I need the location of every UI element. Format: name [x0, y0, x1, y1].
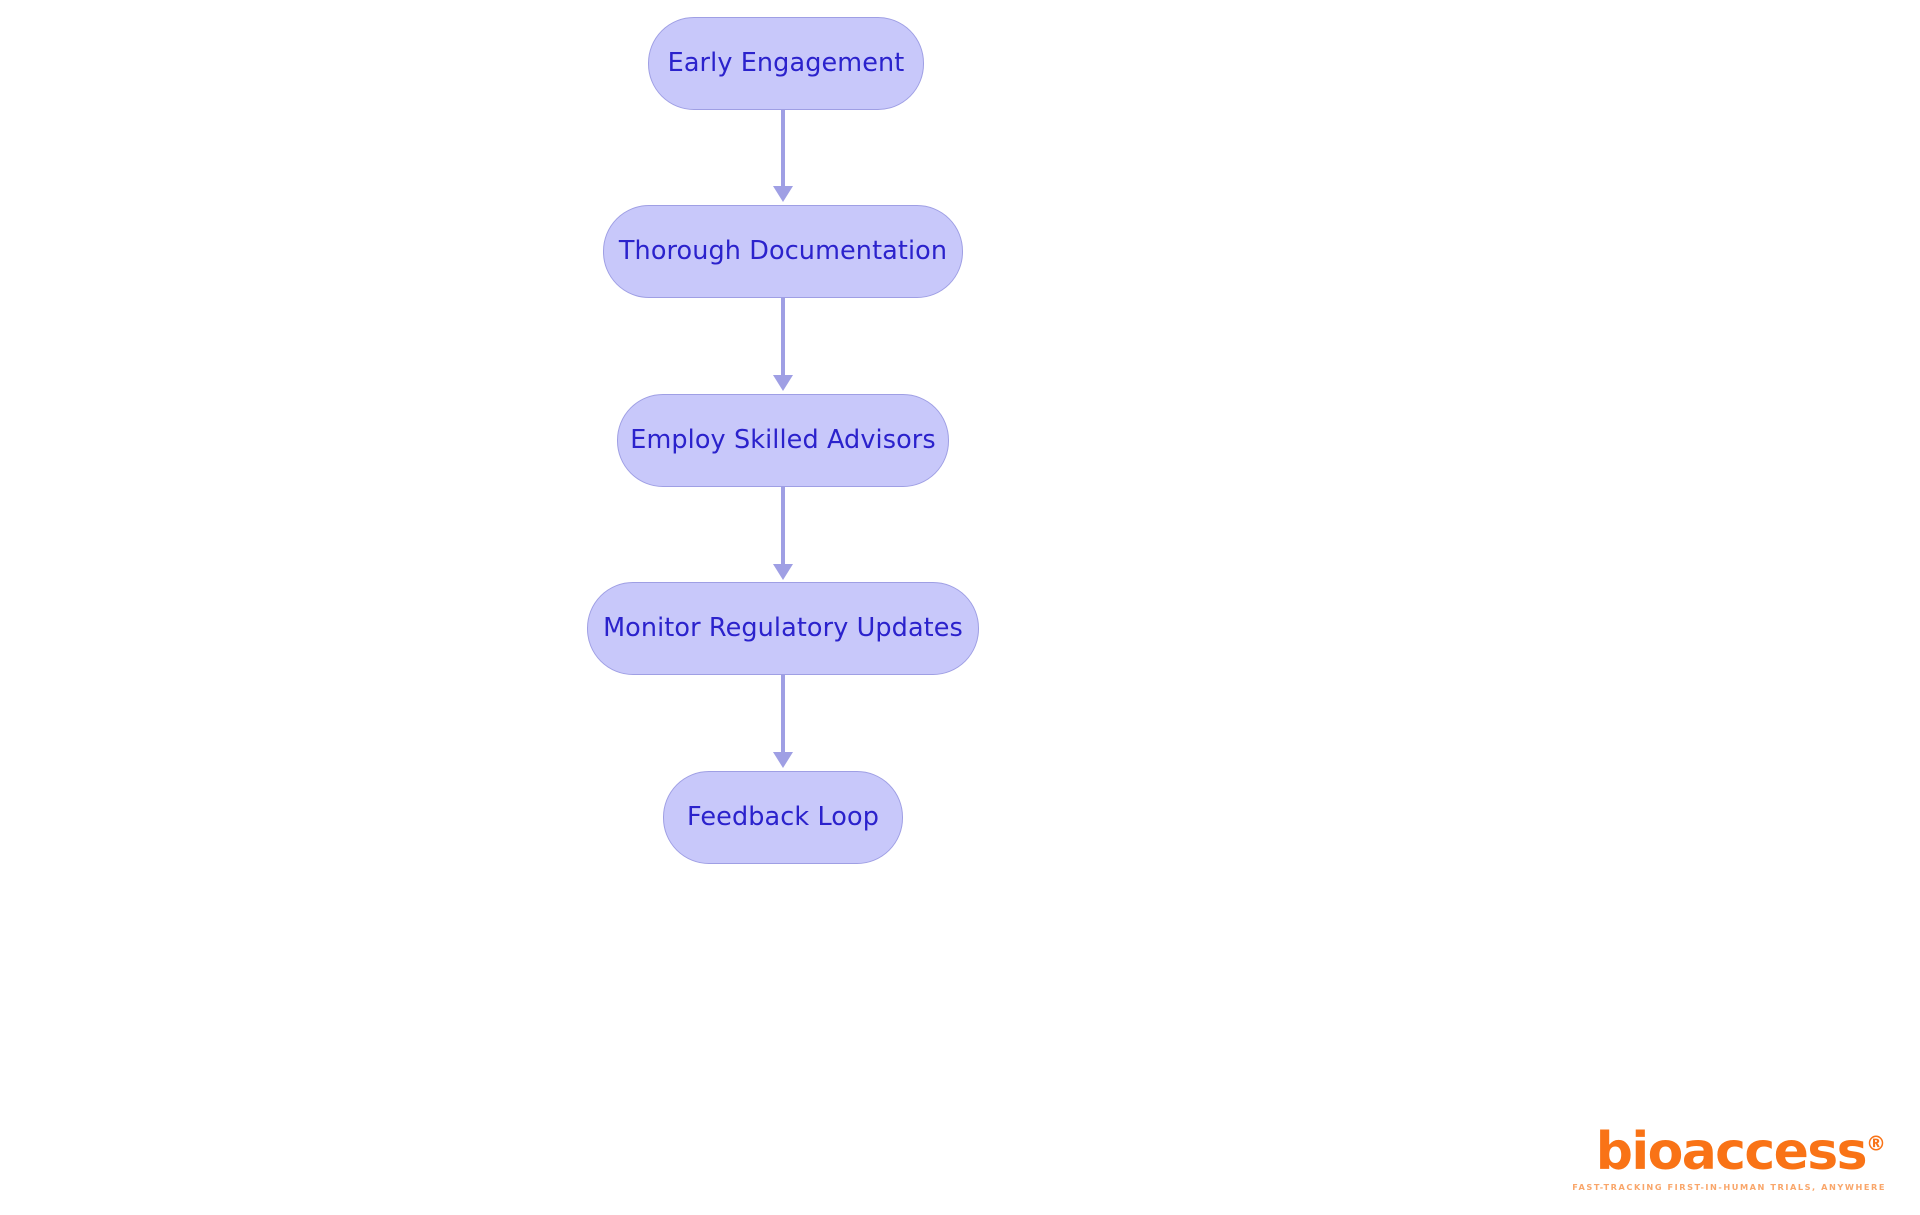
logo-wordmark: bioaccess® — [1596, 1126, 1886, 1178]
flow-node-early-engagement[interactable]: Early Engagement — [648, 17, 924, 110]
registered-trademark-icon: ® — [1866, 1131, 1886, 1156]
flow-node-monitor-regulatory-updates[interactable]: Monitor Regulatory Updates — [587, 582, 979, 675]
flow-arrowhead-4 — [773, 752, 793, 768]
flow-edge-4 — [781, 675, 785, 754]
logo-brand-text: bioaccess — [1595, 1121, 1868, 1182]
flow-node-thorough-documentation[interactable]: Thorough Documentation — [603, 205, 963, 298]
flowchart: Early Engagement Thorough Documentation … — [587, 17, 979, 864]
flow-edge-2 — [781, 298, 785, 377]
flow-arrowhead-3 — [773, 564, 793, 580]
flow-node-label: Employ Skilled Advisors — [630, 424, 936, 455]
flow-node-label: Monitor Regulatory Updates — [603, 612, 963, 643]
flow-arrowhead-1 — [773, 186, 793, 202]
flow-arrowhead-2 — [773, 375, 793, 391]
flow-node-label: Thorough Documentation — [618, 235, 948, 266]
flow-edge-3 — [781, 487, 785, 566]
bioaccess-logo: bioaccess® FAST-TRACKING FIRST-IN-HUMAN … — [1572, 1126, 1886, 1191]
logo-tagline: FAST-TRACKING FIRST-IN-HUMAN TRIALS, ANY… — [1572, 1181, 1886, 1192]
flow-node-label: Feedback Loop — [687, 801, 879, 832]
flow-edge-1 — [781, 110, 785, 188]
flow-node-feedback-loop[interactable]: Feedback Loop — [663, 771, 903, 864]
flow-node-employ-skilled-advisors[interactable]: Employ Skilled Advisors — [617, 394, 949, 487]
flow-node-label: Early Engagement — [667, 47, 905, 78]
